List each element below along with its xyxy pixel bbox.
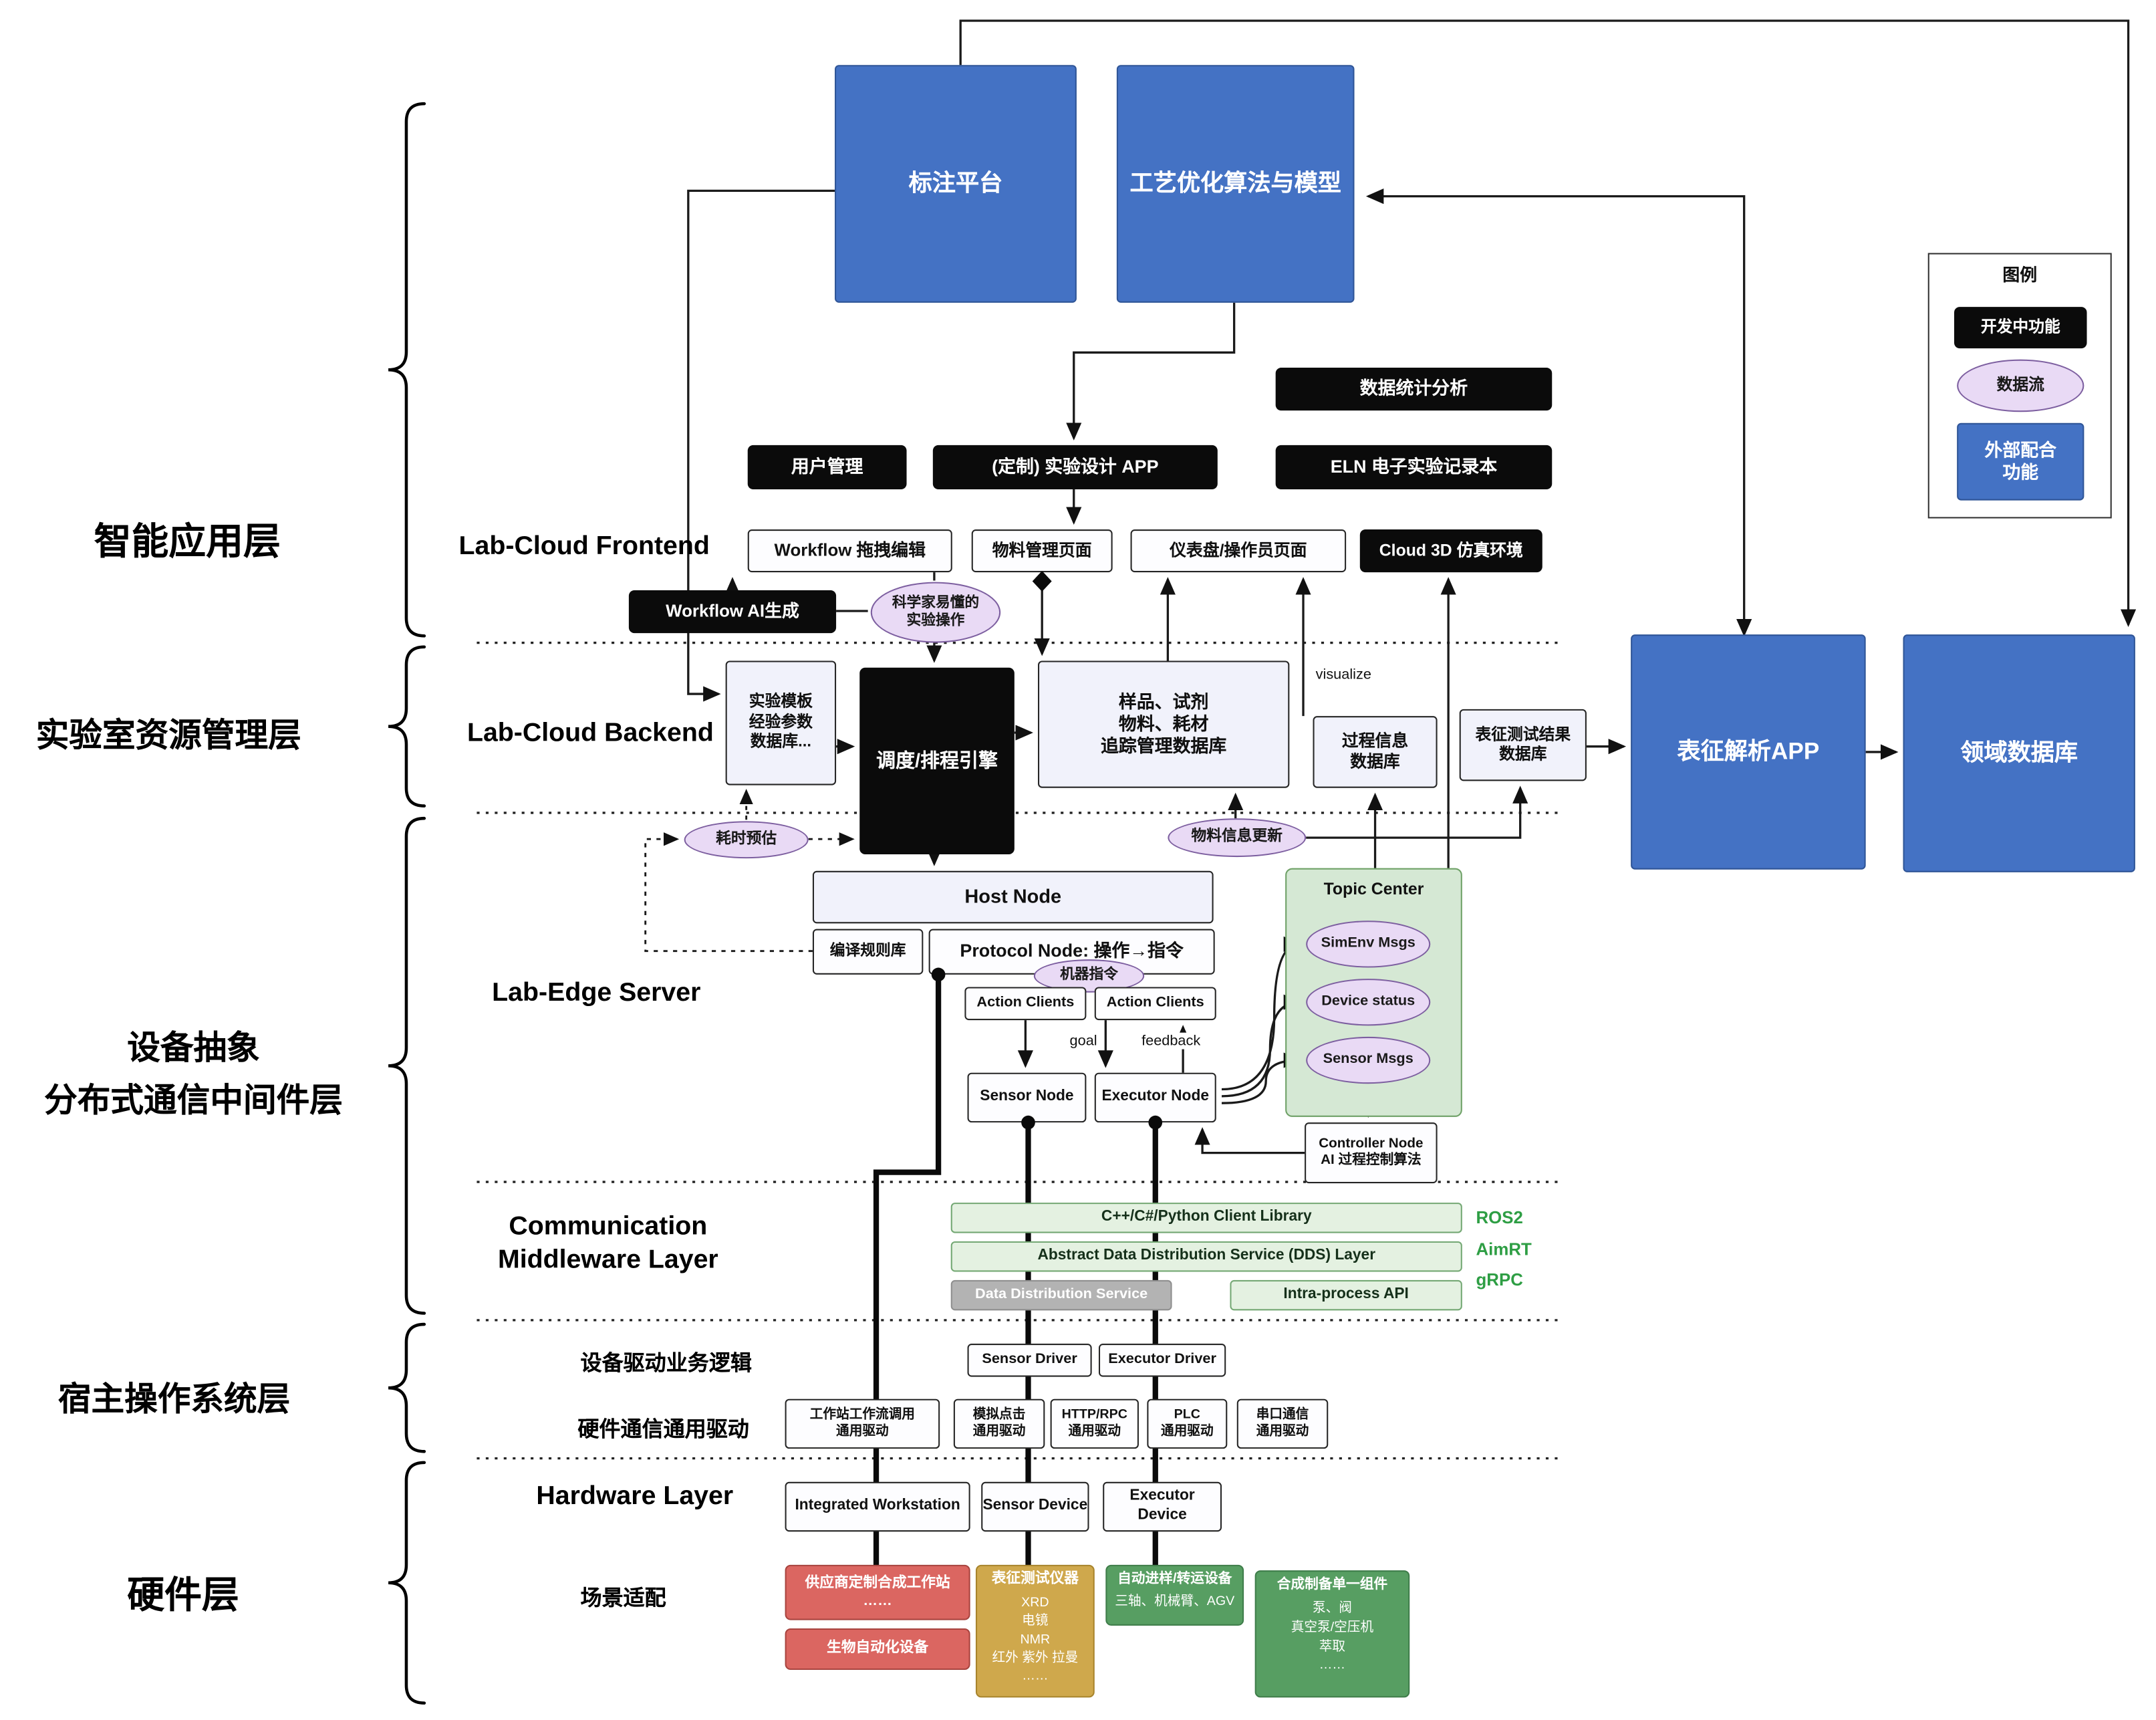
executor-node-box: Executor Node	[1094, 1072, 1216, 1123]
dotted-connectors	[644, 788, 855, 953]
layer-label-device: 设备抽象 分布式通信中间件层	[44, 1029, 343, 1120]
sample-db-box: 样品、试剂 物料、耗材 追踪管理数据库	[1037, 660, 1290, 788]
controller-node-box: Controller Node AI 过程控制算法	[1305, 1122, 1438, 1184]
layer-label-app: 智能应用层	[94, 521, 281, 563]
driver-click-box: 模拟点击 通用驱动	[953, 1398, 1045, 1449]
sensor-driver-box: Sensor Driver	[967, 1343, 1092, 1377]
cloud3d-box: Cloud 3D 仿真环境	[1359, 529, 1542, 573]
backend-label: Lab-Cloud Backend	[466, 719, 714, 748]
middleware-label: Communication Middleware Layer	[497, 1212, 718, 1275]
goal-label: goal	[1067, 1032, 1100, 1050]
annotation-platform-box: 标注平台	[835, 65, 1077, 303]
dds-bar: Data Distribution Service	[950, 1279, 1172, 1311]
legend-dataflow-item: 数据流	[1957, 359, 2084, 412]
legend-developing-item: 开发中功能	[1954, 307, 2087, 349]
synth-component-box: 合成制备单一组件 泵、阀 真空泵/空压机 萃取 ……	[1254, 1570, 1410, 1698]
bio-device-box: 生物自动化设备	[785, 1628, 970, 1671]
char-app-box: 表征解析APP	[1631, 634, 1866, 870]
protocol-node-box: Protocol Node: 操作→指令	[928, 929, 1215, 975]
eln-box: ELN 电子实验记录本	[1275, 445, 1553, 490]
workflow-ai-box: Workflow AI生成	[628, 590, 837, 634]
driver-logic-label: 设备驱动业务逻辑	[580, 1352, 752, 1376]
sensor-msgs-ellipse: Sensor Msgs	[1306, 1036, 1431, 1084]
material-page-box: 物料管理页面	[971, 529, 1113, 573]
sci-ops-ellipse: 科学家易懂的 实验操作	[870, 582, 1001, 643]
solid-connectors	[687, 19, 2137, 1154]
hw-comm-label: 硬件通信通用驱动	[577, 1418, 749, 1442]
layer-separators	[477, 641, 1559, 1460]
executor-device-box: Executor Device	[1103, 1481, 1222, 1532]
aimrt-label: AimRT	[1476, 1239, 1532, 1259]
integrated-workstation-box: Integrated Workstation	[785, 1481, 970, 1532]
client-library-bar: C++/C#/Python Client Library	[950, 1203, 1462, 1233]
legend-title: 图例	[2002, 265, 2038, 285]
user-mgmt-box: 用户管理	[747, 445, 907, 490]
char-instrument-box: 表征测试仪器 XRD 电镜 NMR 红外 紫外 拉曼 ……	[975, 1564, 1095, 1698]
scenario-label: 场景适配	[580, 1586, 666, 1611]
legend-external-item: 外部配合 功能	[1957, 422, 2084, 501]
time-estimate-ellipse: 耗时预估	[684, 821, 809, 859]
edge-server-label: Lab-Edge Server	[492, 979, 701, 1008]
synth-component-title: 合成制备单一组件	[1276, 1576, 1388, 1592]
driver-workstation-box: 工作站工作流调用 通用驱动	[785, 1398, 940, 1449]
layer-braces	[388, 102, 426, 1705]
process-db-box: 过程信息 数据库	[1313, 716, 1438, 788]
driver-http-box: HTTP/RPC 通用驱动	[1050, 1398, 1139, 1449]
action-clients-2: Action Clients	[1094, 987, 1216, 1021]
simenv-msgs-ellipse: SimEnv Msgs	[1306, 920, 1431, 968]
host-node-box: Host Node	[812, 870, 1214, 924]
domain-db-box: 领域数据库	[1903, 634, 2135, 872]
transfer-device-title: 自动进样/转运设备	[1117, 1571, 1232, 1587]
process-optimization-box: 工艺优化算法与模型	[1116, 65, 1355, 303]
result-db-box: 表征测试结果 数据库	[1459, 709, 1587, 781]
dds-abstract-bar: Abstract Data Distribution Service (DDS)…	[950, 1241, 1462, 1272]
ros2-label: ROS2	[1476, 1208, 1523, 1228]
action-clients-1: Action Clients	[964, 987, 1087, 1021]
data-stats-box: 数据统计分析	[1275, 368, 1553, 411]
frontend-label: Lab-Cloud Frontend	[458, 532, 710, 562]
layer-label-hostos: 宿主操作系统层	[57, 1380, 291, 1419]
grpc-label: gRPC	[1476, 1270, 1523, 1290]
transfer-device-box: 自动进样/转运设备 三轴、机械臂、AGV	[1105, 1564, 1244, 1626]
dashboard-page-box: 仪表盘/操作员页面	[1130, 529, 1347, 573]
sensor-node-box: Sensor Node	[967, 1072, 1087, 1123]
rule-lib-box: 编译规则库	[812, 929, 924, 975]
device-status-ellipse: Device status	[1306, 979, 1431, 1026]
layer-label-resource: 实验室资源管理层	[35, 717, 301, 755]
custom-app-box: (定制) 实验设计 APP	[932, 445, 1218, 490]
scheduler-box: 调度/排程引擎	[859, 667, 1015, 854]
char-instrument-title: 表征测试仪器	[991, 1571, 1079, 1588]
transfer-device-body: 三轴、机械臂、AGV	[1115, 1594, 1235, 1610]
hardware-layer-label: Hardware Layer	[536, 1481, 734, 1511]
layer-label-hardware: 硬件层	[127, 1574, 239, 1616]
feedback-label: feedback	[1138, 1032, 1204, 1050]
char-instrument-body: XRD 电镜 NMR 红外 紫外 拉曼 ……	[992, 1595, 1079, 1685]
sensor-device-box: Sensor Device	[981, 1481, 1089, 1532]
template-db-box: 实验模板 经验参数 数据库...	[725, 660, 837, 785]
intra-process-bar: Intra-process API	[1230, 1279, 1462, 1311]
driver-serial-box: 串口通信 通用驱动	[1236, 1398, 1329, 1449]
topic-center-title: Topic Center	[1323, 878, 1424, 898]
executor-driver-box: Executor Driver	[1098, 1343, 1226, 1377]
synth-component-body: 泵、阀 真空泵/空压机 萃取 ……	[1291, 1600, 1374, 1673]
vendor-workstation-box: 供应商定制合成工作站 ……	[785, 1564, 970, 1620]
workflow-edit-box: Workflow 拖拽编辑	[747, 529, 952, 573]
visualize-label: visualize	[1313, 666, 1375, 683]
material-update-ellipse: 物料信息更新	[1168, 818, 1307, 858]
driver-plc-box: PLC 通用驱动	[1147, 1398, 1228, 1449]
